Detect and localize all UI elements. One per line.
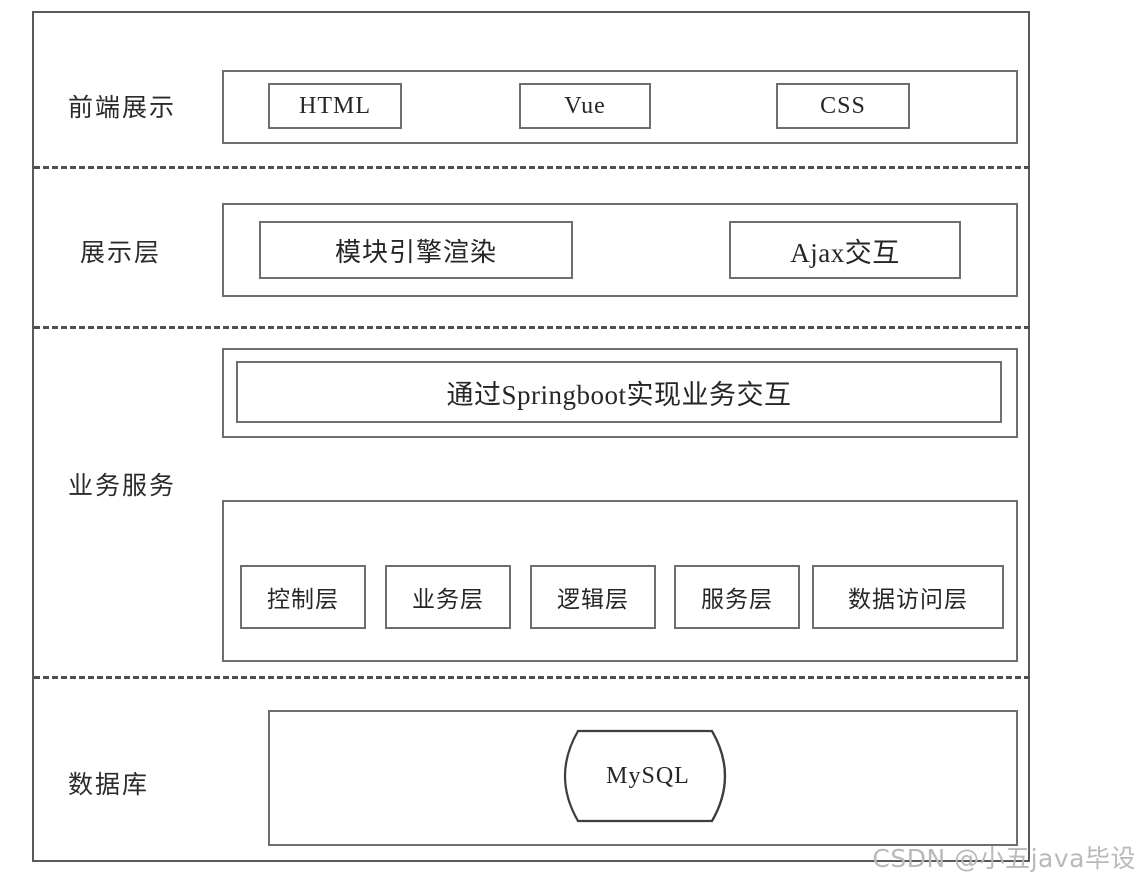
row-label-frontend: 前端展示 xyxy=(68,93,177,122)
section-divider-display-business xyxy=(34,326,1030,329)
node-mysql-cylinder[interactable]: MySQL xyxy=(560,729,742,823)
row-label-business: 业务服务 xyxy=(68,471,177,500)
node-vue[interactable]: Vue xyxy=(519,83,651,129)
node-css[interactable]: CSS xyxy=(776,83,910,129)
node-springboot-business-interaction[interactable]: 通过Springboot实现业务交互 xyxy=(236,361,1002,423)
node-module-engine-render[interactable]: 模块引擎渲染 xyxy=(259,221,573,279)
database-cylinder-icon xyxy=(563,729,727,823)
node-html[interactable]: HTML xyxy=(268,83,402,129)
node-mysql-label: MySQL xyxy=(606,762,690,789)
section-divider-business-database xyxy=(34,676,1030,679)
node-business-layer[interactable]: 业务层 xyxy=(385,565,511,629)
node-data-access-layer[interactable]: 数据访问层 xyxy=(812,565,1004,629)
node-controller-layer[interactable]: 控制层 xyxy=(240,565,366,629)
node-logic-layer[interactable]: 逻辑层 xyxy=(530,565,656,629)
row-label-display: 展示层 xyxy=(80,238,162,267)
watermark-text: CSDN @小五java毕设 xyxy=(872,844,1136,873)
row-label-database: 数据库 xyxy=(68,770,150,799)
section-divider-frontend-display xyxy=(34,166,1030,169)
node-ajax-interaction[interactable]: Ajax交互 xyxy=(729,221,961,279)
node-service-layer[interactable]: 服务层 xyxy=(674,565,800,629)
